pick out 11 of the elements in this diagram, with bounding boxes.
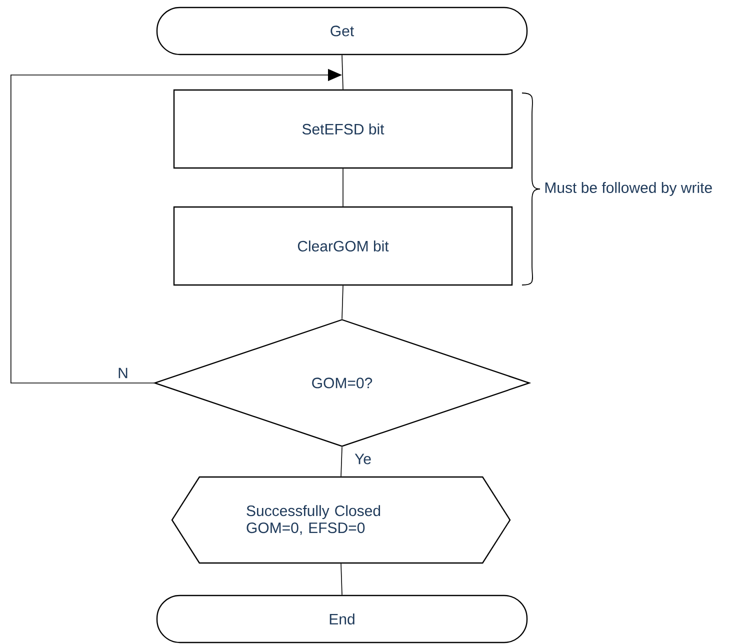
edge-label: N: [116, 366, 130, 380]
connector: [340, 563, 342, 596]
note-text: Must be followed by write: [545, 182, 712, 196]
connector: [340, 446, 342, 477]
connector: [342, 168, 344, 207]
connector: [342, 285, 344, 320]
result-hexagon: Successfully Closed GOM=0, EFSD=0: [171, 476, 511, 564]
process-box: SetEFSD bit: [173, 89, 513, 169]
process-box: ClearGOM bit: [173, 206, 513, 286]
edge-label: Ye: [354, 452, 372, 466]
connector: [342, 54, 344, 90]
